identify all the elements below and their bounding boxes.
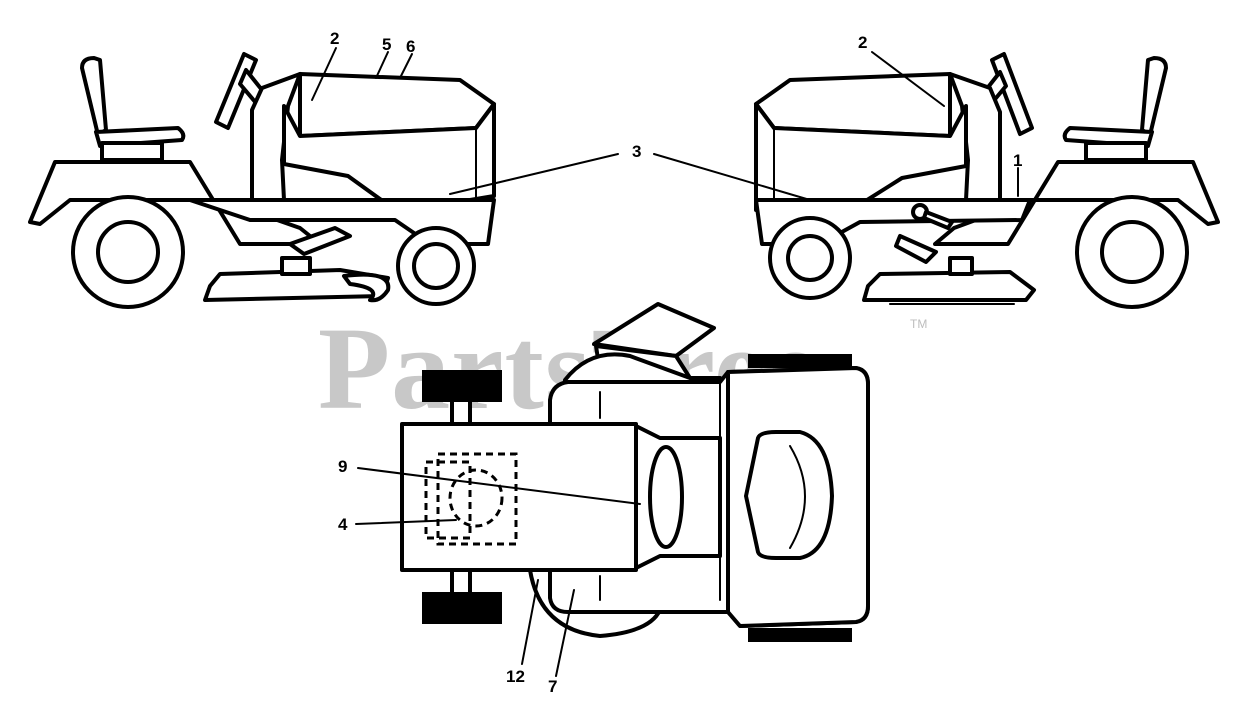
left-seat-base [100,141,164,162]
callout-9: 9 [338,457,347,476]
top-hood-grille [744,430,834,560]
top-rear-tire-lower [422,592,502,624]
leader-lines [311,47,1019,677]
callout-2-right: 2 [858,33,867,52]
callout-1: 1 [1013,151,1022,170]
callout-3: 3 [632,142,641,161]
top-fuel-area [436,452,518,546]
top-rear-body [400,422,638,572]
callout-labels: 2 5 6 3 2 1 9 4 12 7 [330,29,1022,696]
callout-4: 4 [338,515,348,534]
mower-top-view [400,302,870,642]
top-front-tire-upper [748,354,852,368]
mower-left-side-view [28,52,496,309]
callout-5: 5 [382,35,391,54]
callout-12: 12 [506,667,525,686]
top-fuel-cap [448,468,504,528]
callout-7: 7 [548,677,557,696]
trademark-symbol: TM [910,317,927,331]
top-front-tire-lower [748,628,852,642]
right-seat-back [1140,56,1168,137]
mower-right-side-view [754,52,1220,309]
left-mower-deck [203,268,390,302]
right-mower-deck [862,270,1036,302]
callout-2-left: 2 [330,29,339,48]
top-rear-tire-upper [422,370,502,402]
left-seat-back [80,56,108,137]
callout-6: 6 [406,37,415,56]
top-gauge [648,445,684,549]
